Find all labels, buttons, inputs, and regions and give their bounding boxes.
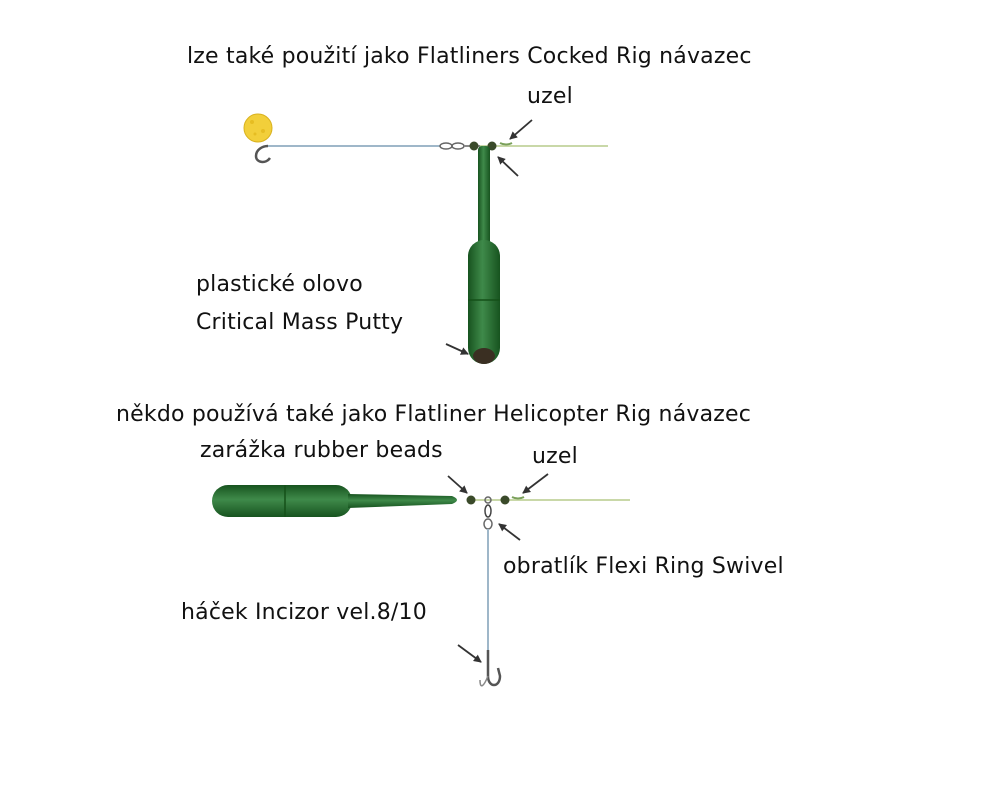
bottom-swivel-arrow-icon [498, 523, 521, 541]
bottom-swivel-icon [483, 496, 493, 530]
top-swivel-icon [439, 142, 465, 150]
top-lead-stem [478, 146, 490, 246]
bottom-bead-right-icon [500, 495, 510, 505]
top-lead-arrow-icon [445, 343, 469, 355]
bottom-lead-stem [348, 494, 457, 508]
bottom-swivel-label: obratlík Flexi Ring Swivel [503, 554, 784, 579]
bottom-knot-icon [511, 496, 525, 500]
bottom-hook-label: háček Incizor vel.8/10 [181, 600, 427, 625]
bottom-knot-label: uzel [532, 444, 578, 469]
top-knot-icon [499, 142, 513, 146]
bottom-hook-arrow-icon [457, 644, 482, 663]
top-rig [243, 113, 608, 364]
lead-weight-icon [468, 240, 500, 364]
top-knot-arrow2-icon [497, 156, 519, 177]
boilie-icon [243, 113, 273, 143]
top-title: lze také použití jako Flatliners Cocked … [187, 44, 752, 69]
bottom-bead-left-icon [466, 495, 476, 505]
top-bead-left-icon [469, 141, 479, 151]
top-hook-icon [254, 144, 272, 164]
top-knot-label: uzel [527, 84, 573, 109]
bottom-beads-arrow-icon [447, 475, 468, 494]
bottom-title: někdo používá také jako Flatliner Helico… [116, 402, 752, 427]
top-lead-label-line1: plastické olovo [196, 272, 363, 297]
top-lead-label-line2: Critical Mass Putty [196, 310, 404, 335]
top-bead-right-icon [487, 141, 497, 151]
bottom-lead-weight-icon [212, 485, 352, 517]
top-knot-arrow-icon [509, 119, 533, 140]
bottom-beads-label: zarážka rubber beads [200, 438, 443, 463]
bottom-knot-arrow-icon [522, 473, 549, 494]
hook-icon [486, 650, 502, 687]
bottom-rig [212, 485, 630, 687]
